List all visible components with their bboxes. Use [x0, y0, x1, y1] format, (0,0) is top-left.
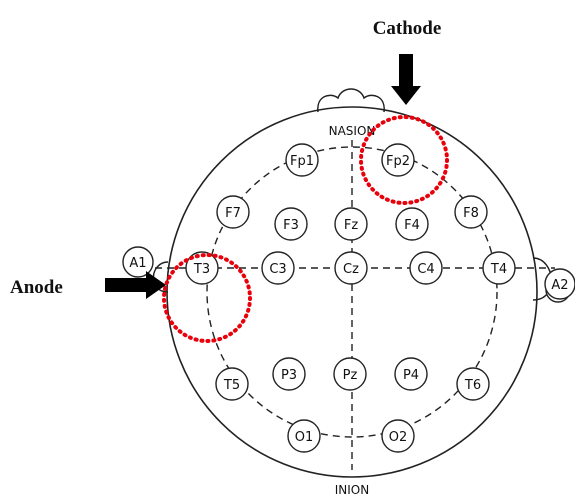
electrode-cz: Cz	[334, 251, 368, 285]
electrode-fp1: Fp1	[285, 143, 319, 177]
electrode-label-f3: F3	[283, 218, 299, 233]
electrode-label-fp2: Fp2	[386, 154, 410, 169]
electrode-label-a2: A2	[551, 278, 568, 293]
electrode-f8: F8	[454, 195, 488, 229]
anode-label: Anode	[10, 277, 63, 298]
nasion-label: NASION	[329, 124, 376, 138]
electrode-label-a1: A1	[129, 256, 146, 271]
electrode-c3: C3	[261, 251, 295, 285]
electrode-label-f8: F8	[463, 206, 479, 221]
electrode-a2: A2	[544, 268, 575, 303]
electrode-t4: T4	[482, 251, 516, 285]
electrode-label-pz: Pz	[343, 368, 358, 383]
electrode-f7: F7	[216, 195, 250, 229]
cathode-label: Cathode	[373, 18, 442, 39]
electrode-c4: C4	[409, 251, 443, 285]
electrode-o1: O1	[287, 419, 321, 453]
electrode-f3: F3	[274, 207, 308, 241]
electrode-a1: A1	[122, 246, 154, 278]
cathode-arrow-icon	[391, 54, 421, 105]
electrode-label-fp1: Fp1	[290, 154, 314, 169]
electrode-label-p4: P4	[403, 368, 419, 383]
cathode-highlight-circle	[359, 115, 449, 205]
electrode-pz: Pz	[333, 357, 367, 391]
head-outline	[166, 106, 538, 478]
electrode-label-fz: Fz	[344, 218, 358, 233]
electrode-label-t5: T5	[223, 378, 240, 393]
electrode-label-c3: C3	[269, 262, 286, 277]
electrode-t6: T6	[456, 367, 490, 401]
electrode-label-o1: O1	[295, 430, 314, 445]
electrode-f4: F4	[395, 207, 429, 241]
electrode-fp2: Fp2	[381, 143, 415, 177]
anode-arrow-icon	[105, 271, 166, 299]
inion-label: INION	[335, 483, 369, 497]
nose-outline	[317, 88, 385, 113]
electrode-label-t6: T6	[464, 378, 481, 393]
electrode-p4: P4	[394, 357, 428, 391]
electrode-label-t3: T3	[193, 262, 210, 277]
electrode-label-f4: F4	[404, 218, 420, 233]
inner-dashed-circle	[206, 146, 498, 438]
electrode-o2: O2	[381, 419, 415, 453]
electrode-t3: T3	[185, 251, 219, 285]
electrode-t5: T5	[215, 367, 249, 401]
electrode-label-t4: T4	[490, 262, 507, 277]
electrode-label-p3: P3	[281, 368, 297, 383]
electrode-label-cz: Cz	[343, 262, 359, 277]
electrode-fz: Fz	[334, 207, 368, 241]
electrode-label-f7: F7	[225, 206, 241, 221]
electrode-label-c4: C4	[417, 262, 434, 277]
inion-label-bg	[324, 481, 382, 497]
anode-highlight-circle	[162, 253, 252, 343]
electrode-p3: P3	[272, 357, 306, 391]
electrode-label-o2: O2	[389, 430, 408, 445]
